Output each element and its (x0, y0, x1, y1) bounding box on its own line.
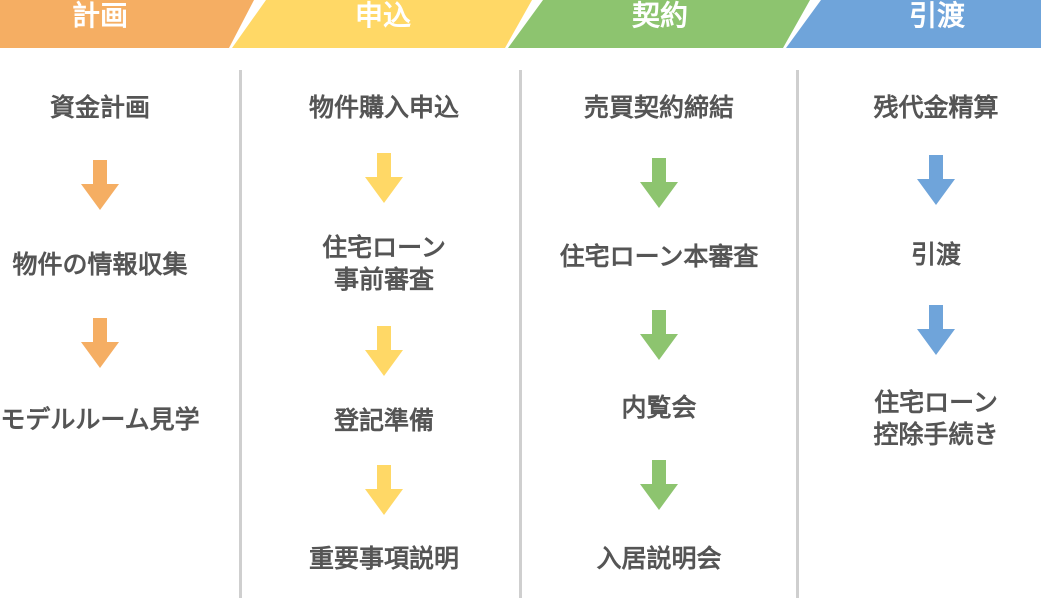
step-text: 引渡 (910, 240, 962, 269)
step-apply-2: 住宅ローン 事前審査 (322, 232, 446, 296)
phase-plan-chevron (0, 0, 254, 48)
phase-title-contract: 契約 (631, 0, 688, 32)
step-contract-3: 内覧会 (621, 392, 696, 424)
step-text: 事前審査 (333, 265, 435, 294)
arrow-shape (365, 465, 403, 515)
step-apply-4: 重要事項説明 (309, 543, 459, 575)
phase-contract-chevron (508, 0, 810, 48)
step-text: 住宅ローン (322, 233, 446, 262)
step-handover-3: 住宅ローン 控除手続き (873, 387, 998, 451)
step-text: 住宅ローン (874, 388, 998, 417)
step-plan-2: 物件の情報収集 (12, 249, 187, 281)
arrow-shape (640, 460, 678, 510)
step-text: 住宅ローン本審査 (559, 242, 759, 271)
arrow-shape (640, 158, 678, 208)
step-text: 内覧会 (621, 393, 697, 422)
step-text: 控除手続き (873, 420, 999, 449)
arrow-shape (81, 160, 119, 210)
arrow-shape (917, 305, 955, 355)
arrow-down-icon (365, 326, 403, 376)
phase-apply-chevron (232, 0, 532, 48)
step-contract-4: 入居説明会 (596, 543, 721, 575)
phase-header-bar (0, 0, 1041, 48)
arrow-shape (365, 326, 403, 376)
column-divider (796, 70, 799, 598)
step-text: 売買契約締結 (583, 93, 735, 122)
arrow-down-icon (81, 318, 119, 368)
step-text: 残代金精算 (873, 93, 999, 122)
arrow-down-icon (917, 155, 955, 205)
step-text: 入居説明会 (596, 544, 722, 573)
arrow-down-icon (640, 158, 678, 208)
arrow-down-icon (365, 153, 403, 203)
arrow-down-icon (365, 465, 403, 515)
step-text: モデルルーム見学 (0, 405, 200, 434)
step-apply-1: 物件購入申込 (309, 92, 459, 124)
arrow-shape (81, 318, 119, 368)
column-divider (239, 70, 242, 598)
arrow-down-icon (81, 160, 119, 210)
step-handover-2: 引渡 (911, 239, 961, 271)
step-text: 資金計画 (49, 93, 151, 122)
step-text: 登記準備 (333, 406, 435, 435)
step-plan-1: 資金計画 (50, 92, 150, 124)
step-text: 物件購入申込 (308, 93, 460, 122)
arrow-shape (640, 310, 678, 360)
step-apply-3: 登記準備 (334, 405, 434, 437)
phase-title-plan: 計画 (71, 0, 128, 32)
phase-handover-chevron (786, 0, 1041, 48)
phase-title-apply: 申込 (354, 0, 411, 32)
step-handover-1: 残代金精算 (873, 92, 998, 124)
phase-title-handover: 引渡 (908, 0, 965, 32)
arrow-down-icon (640, 460, 678, 510)
column-divider (519, 70, 522, 598)
arrow-shape (365, 153, 403, 203)
arrow-shape (917, 155, 955, 205)
arrow-down-icon (640, 310, 678, 360)
step-text: 物件の情報収集 (12, 250, 188, 279)
step-text: 重要事項説明 (308, 544, 460, 573)
step-contract-1: 売買契約締結 (584, 92, 734, 124)
step-plan-3: モデルルーム見学 (0, 404, 199, 436)
step-contract-2: 住宅ローン本審査 (560, 241, 759, 273)
arrow-down-icon (917, 305, 955, 355)
